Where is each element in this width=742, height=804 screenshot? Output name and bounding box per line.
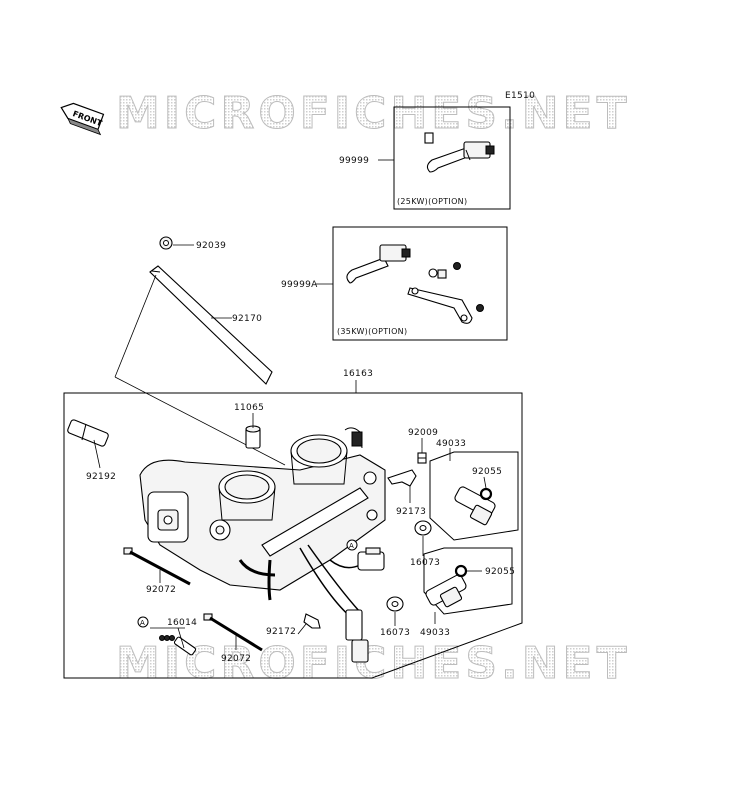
label-92009: 92009 [408, 428, 438, 438]
caption-35kw: (35KW)(OPTION) [337, 327, 407, 336]
label-92173: 92173 [396, 507, 426, 517]
label-16163: 16163 [343, 369, 373, 379]
label-92192: 92192 [86, 472, 116, 482]
sensor-icon [159, 635, 197, 656]
label-49033-upper: 49033 [436, 439, 466, 449]
label-92039: 92039 [196, 241, 226, 251]
clamp-left-icon [123, 547, 191, 586]
harness-25kw-icon [424, 132, 495, 173]
hose-icon [67, 419, 109, 447]
diagram-code: E1510 [505, 91, 535, 101]
label-92172: 92172 [266, 627, 296, 637]
cap-icon [245, 425, 261, 449]
throttle-body-icon [139, 427, 386, 663]
clip-icon [303, 613, 321, 629]
assembly-box [63, 392, 523, 679]
screw-icon [417, 452, 427, 464]
label-92055-lower: 92055 [485, 567, 515, 577]
label-92170: 92170 [232, 314, 262, 324]
callout-a-marker-2: A [137, 616, 149, 628]
callout-a-marker: A [346, 539, 358, 551]
washer-lower-icon [386, 596, 404, 612]
label-92055-upper: 92055 [472, 467, 502, 477]
watermark-bottom: MICROFICHES.NET [116, 638, 631, 689]
label-11065: 11065 [234, 403, 264, 413]
label-16073-lower: 16073 [380, 628, 410, 638]
option-box-25kw [393, 106, 511, 210]
harness-35kw-icon [346, 244, 484, 324]
label-16073-upper: 16073 [410, 558, 440, 568]
label-92072-left: 92072 [146, 585, 176, 595]
caption-25kw: (25KW)(OPTION) [397, 197, 467, 206]
washer-upper-icon [414, 520, 432, 536]
strap-icon [149, 236, 273, 385]
injector-lower-icon [425, 564, 468, 608]
bracket-icon [387, 469, 417, 487]
injector-group-upper [429, 451, 519, 541]
option-box-35kw [332, 226, 508, 341]
injector-group-lower [423, 547, 513, 615]
label-99999: 99999 [339, 156, 369, 166]
injector-upper-icon [454, 486, 496, 526]
label-49033-lower: 49033 [420, 628, 450, 638]
label-92072-right: 92072 [221, 654, 251, 664]
watermark-top: MICROFICHES.NET [116, 88, 631, 139]
label-16014: 16014 [167, 618, 197, 628]
svg-text:A: A [140, 619, 145, 627]
front-arrow-icon: FRONT [60, 102, 105, 136]
label-99999a: 99999A [281, 280, 318, 290]
svg-text:A: A [349, 542, 354, 550]
